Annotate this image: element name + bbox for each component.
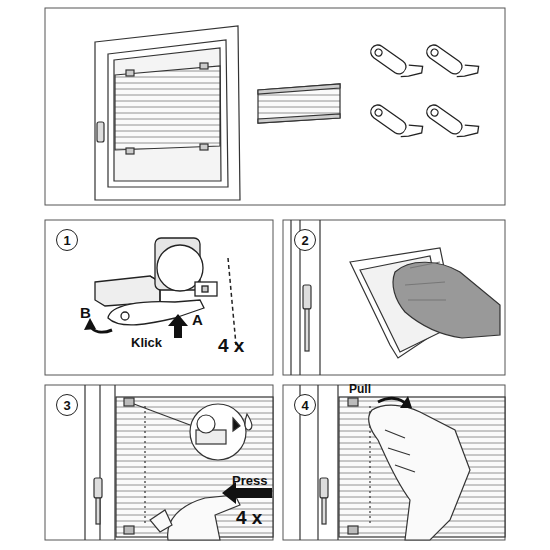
- instruction-label: 4 x: [236, 508, 262, 527]
- step-number-text: 4: [301, 399, 308, 412]
- window-illustration: [95, 26, 240, 200]
- blind-product: [258, 84, 340, 123]
- press-illustration: [85, 385, 273, 540]
- step-number-text: 1: [63, 234, 70, 247]
- instruction-label: A: [192, 312, 203, 327]
- cleaning-illustration: [291, 220, 500, 375]
- pull-arrow-head: [400, 396, 412, 408]
- panel-frames: [45, 8, 505, 540]
- step-number: 4: [294, 394, 316, 416]
- push-arrow: [168, 314, 188, 338]
- step-number: 3: [56, 394, 78, 416]
- instruction-label: 4 x: [218, 336, 244, 355]
- edge-line: [228, 258, 236, 345]
- step-number-text: 2: [301, 234, 308, 247]
- step-number: 2: [294, 229, 316, 251]
- step-number-text: 3: [63, 399, 70, 412]
- instruction-label: Pull: [349, 383, 371, 395]
- clamp-brackets: [368, 37, 481, 146]
- step-number: 1: [56, 229, 78, 251]
- instruction-label: Klick: [131, 336, 162, 349]
- instruction-label: Press: [232, 474, 267, 487]
- pull-arrow: [378, 398, 406, 404]
- pull-illustration: [300, 385, 505, 540]
- instruction-label: B: [80, 305, 91, 320]
